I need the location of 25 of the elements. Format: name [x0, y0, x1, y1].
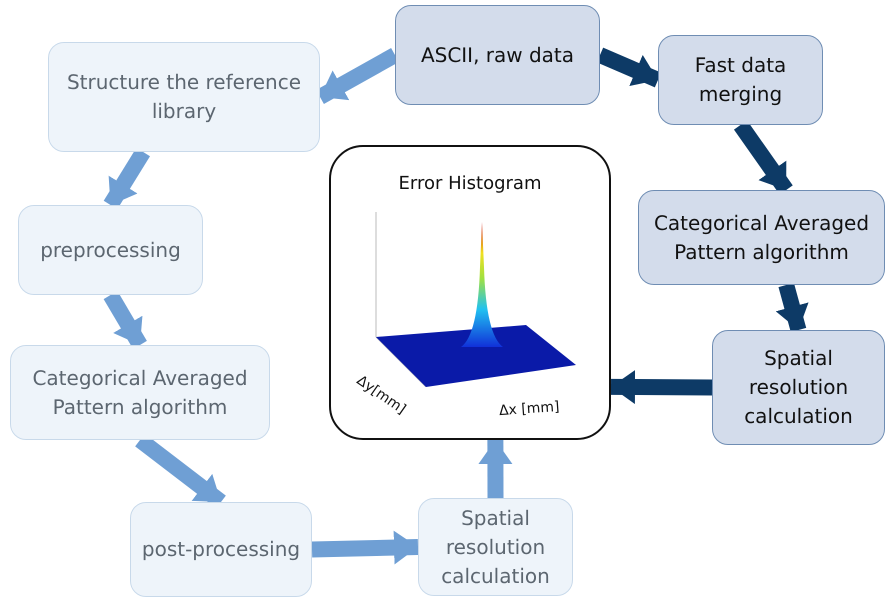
axis-label: Δx [mm]	[498, 398, 560, 422]
box-label: Categorical Averaged Pattern algorithm	[652, 210, 870, 266]
process-box	[638, 190, 885, 285]
block-arrow	[610, 370, 712, 404]
box-label: post-processing	[142, 536, 300, 563]
process-box	[10, 345, 270, 440]
box-label: Spatial resolution calculation	[743, 345, 854, 430]
process-box	[395, 5, 600, 105]
box-label: Categorical Averaged Pattern algorithm	[31, 364, 249, 420]
block-arrow	[776, 282, 809, 332]
box-label: preprocessing	[40, 236, 181, 264]
process-box	[418, 498, 573, 596]
box-label: Fast data merging	[694, 52, 788, 108]
box-label: Spatial resolution calculation	[440, 504, 551, 590]
process-box	[658, 35, 823, 125]
block-arrow	[312, 530, 418, 565]
box-label: Structure the reference library	[66, 69, 302, 125]
process-box	[18, 205, 203, 295]
chart-panel	[329, 145, 611, 440]
process-box	[712, 330, 885, 445]
block-arrow	[478, 440, 512, 498]
process-box	[48, 42, 320, 152]
process-box	[130, 502, 312, 597]
box-label: ASCII, raw data	[420, 42, 574, 68]
chart-title: Error Histogram	[398, 172, 542, 196]
